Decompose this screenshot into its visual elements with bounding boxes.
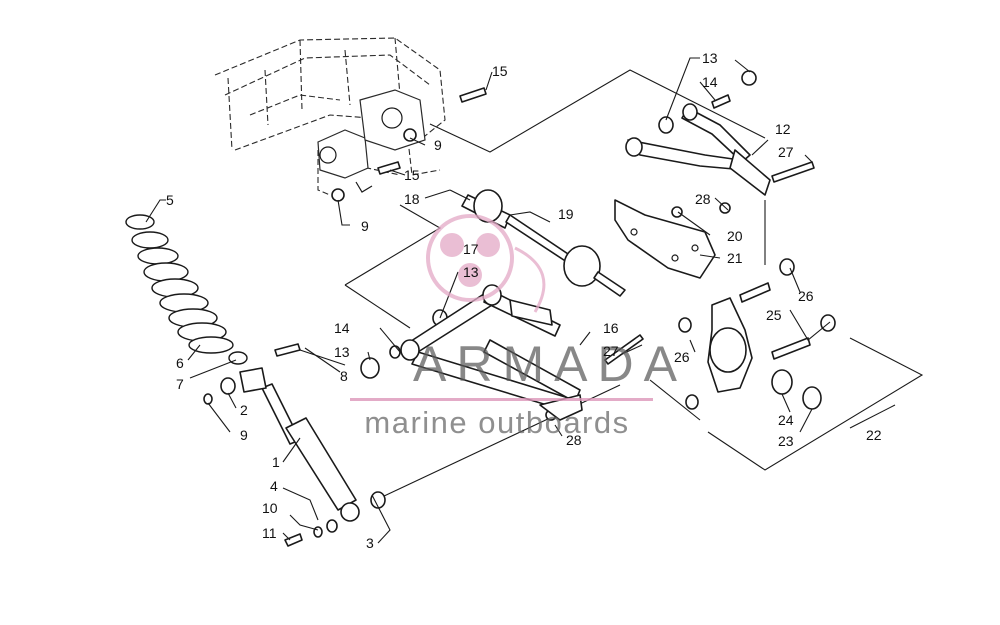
callout-23: 23 <box>778 433 794 449</box>
callout-24: 24 <box>778 412 794 428</box>
callout-4: 4 <box>270 478 278 494</box>
steering-knuckle <box>678 258 836 410</box>
callout-6: 6 <box>176 355 184 371</box>
callout-3: 3 <box>366 535 374 551</box>
callout-18: 18 <box>404 191 420 207</box>
callout-19: 19 <box>558 206 574 222</box>
callout-9-c: 9 <box>361 218 369 234</box>
drive-axle <box>449 189 626 297</box>
callout-13-c: 13 <box>334 344 350 360</box>
callout-27-a: 27 <box>778 144 794 160</box>
callout-9-b: 9 <box>434 137 442 153</box>
callout-7: 7 <box>176 376 184 392</box>
hardware <box>203 70 815 547</box>
callout-8: 8 <box>340 368 348 384</box>
watermark-logo <box>426 214 546 313</box>
callout-14-a: 14 <box>702 74 718 90</box>
callout-26-b: 26 <box>674 349 690 365</box>
watermark-rule <box>350 398 653 401</box>
callout-12: 12 <box>775 121 791 137</box>
callout-27-b: 27 <box>603 343 619 359</box>
coil-spring <box>125 214 248 365</box>
callout-11: 11 <box>262 525 277 541</box>
lower-a-arm <box>400 284 583 421</box>
callout-26-a: 26 <box>798 288 814 304</box>
callout-22: 22 <box>866 427 882 443</box>
callout-2: 2 <box>240 402 248 418</box>
callout-13-b: 13 <box>463 264 479 280</box>
callout-9-a: 9 <box>240 427 248 443</box>
callout-28-b: 28 <box>566 432 582 448</box>
callout-28-a: 28 <box>695 191 711 207</box>
callout-25: 25 <box>766 307 782 323</box>
callout-13-a: 13 <box>702 50 718 66</box>
callout-21: 21 <box>727 250 743 266</box>
callout-14-b: 14 <box>334 320 350 336</box>
callout-15-b: 15 <box>404 167 420 183</box>
callout-15-a: 15 <box>492 63 508 79</box>
callout-1: 1 <box>272 454 280 470</box>
callout-20: 20 <box>727 228 743 244</box>
callout-5: 5 <box>166 192 174 208</box>
callout-10: 10 <box>262 500 278 516</box>
callout-16: 16 <box>603 320 619 336</box>
callout-17: 17 <box>463 241 479 257</box>
shock-absorber <box>239 367 360 522</box>
upper-a-arm <box>625 103 771 196</box>
disc-guard <box>614 199 716 279</box>
